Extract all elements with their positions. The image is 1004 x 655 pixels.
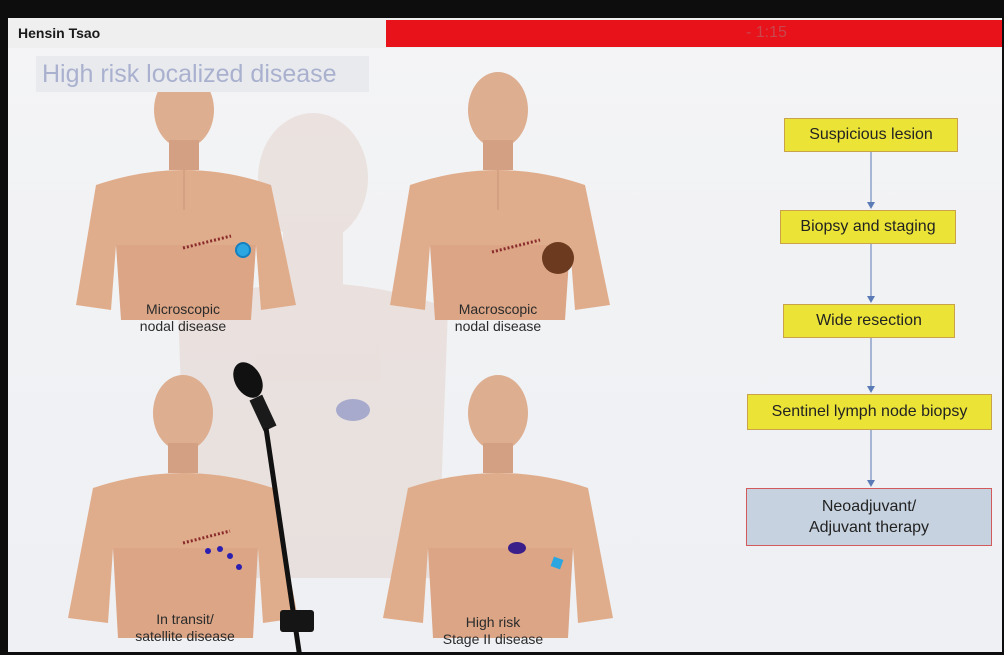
flow-step-line: Neoadjuvant/	[822, 496, 916, 517]
flow-step-suspicious-lesion: Suspicious lesion	[784, 118, 958, 152]
flow-arrow	[864, 244, 878, 304]
flow-step-line: Adjuvant therapy	[809, 517, 929, 538]
caption-macroscopic: Macroscopic nodal disease	[438, 301, 558, 335]
slide-screen: Hensin Tsao - 1:15 Microscopic nodal dis…	[8, 18, 1002, 652]
flow-step-sentinel-biopsy: Sentinel lymph node biopsy	[747, 394, 992, 430]
caption-line: Stage II disease	[428, 631, 558, 648]
flow-step-wide-resection: Wide resection	[783, 304, 955, 338]
flow-arrow	[864, 152, 878, 210]
flow-arrow	[864, 338, 878, 394]
caption-line: Microscopic	[128, 301, 238, 318]
presenter-bar: Hensin Tsao - 1:15	[8, 18, 1002, 48]
countdown-timer: - 1:15	[746, 24, 787, 42]
caption-line: nodal disease	[438, 318, 558, 335]
caption-line: nodal disease	[128, 318, 238, 335]
flow-arrow	[864, 430, 878, 488]
body-illustration-stage-ii	[373, 368, 623, 638]
slide-title: High risk localized disease	[36, 56, 369, 92]
caption-line: Macroscopic	[438, 301, 558, 318]
flow-step-biopsy-staging: Biopsy and staging	[780, 210, 956, 244]
flow-step-adjuvant-therapy: Neoadjuvant/ Adjuvant therapy	[746, 488, 992, 546]
caption-line: High risk	[428, 614, 558, 631]
body-illustration-microscopic	[66, 60, 306, 320]
timer-bar: - 1:15	[386, 20, 1002, 47]
microphone-icon	[218, 358, 338, 652]
caption-stage-ii: High risk Stage II disease	[428, 614, 558, 648]
presenter-name: Hensin Tsao	[18, 25, 100, 41]
caption-microscopic: Microscopic nodal disease	[128, 301, 238, 335]
body-illustration-macroscopic	[380, 60, 620, 320]
